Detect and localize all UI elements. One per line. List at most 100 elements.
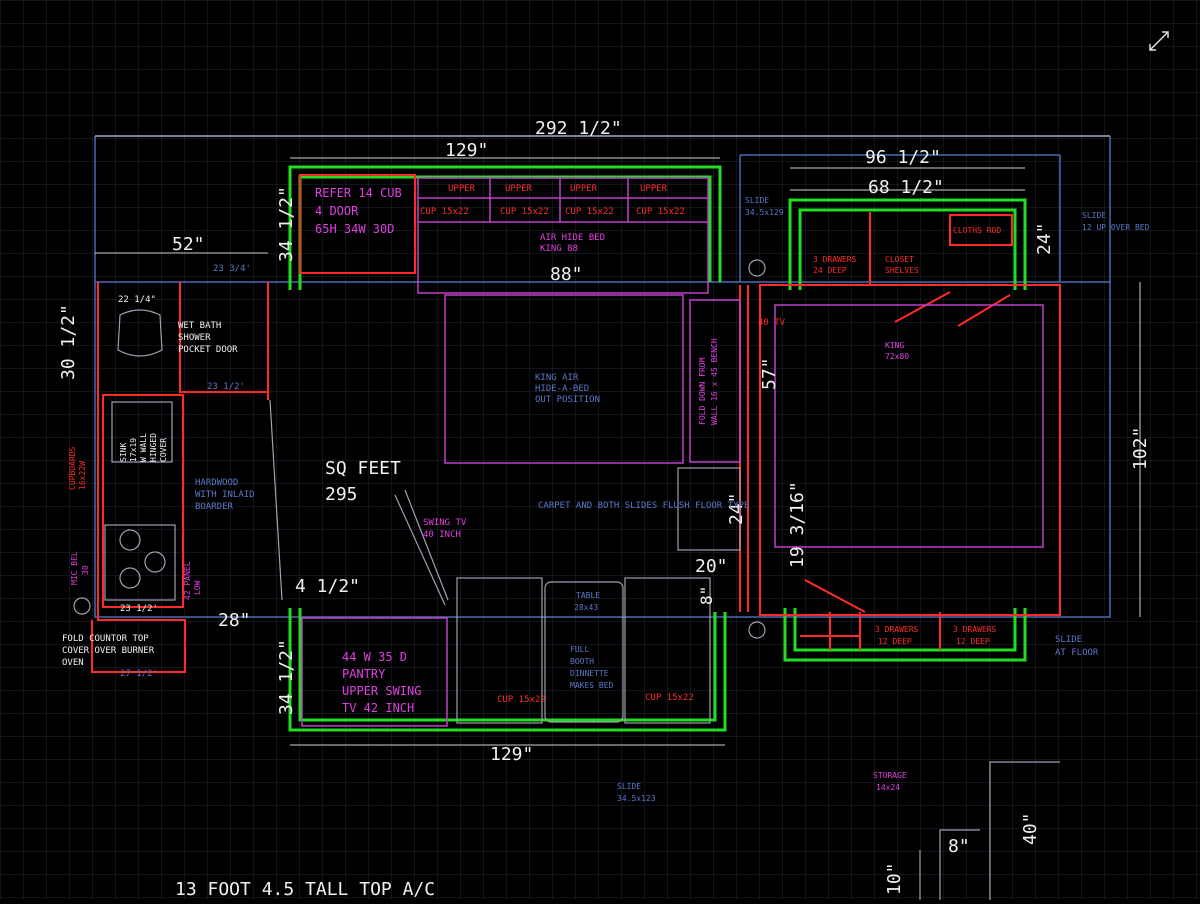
storage-label: STORAGE 14x24 xyxy=(873,771,907,792)
dim-right-top: 96 1/2" xyxy=(865,147,941,168)
svg-text:BOOTH: BOOTH xyxy=(570,657,594,666)
dim-storage-40: 40" xyxy=(1020,812,1041,845)
dim-overall-width: 292 1/2" xyxy=(535,118,622,139)
fold-counter-label: FOLD COUNTOR TOP COVER OVER BURNER OVEN xyxy=(62,634,155,668)
fold-down-label: FOLD DOWN FROM WALL 16 x 45 BENCH xyxy=(698,338,719,425)
dim-counter: 28" xyxy=(218,610,251,631)
dim-bath-2214: 22 1/4" xyxy=(118,295,156,305)
refer-label: REFER 14 CUB 4 DOOR 65H 34W 30D xyxy=(315,186,402,236)
wet-bath-label: WET BATH SHOWER POCKET DOOR xyxy=(178,321,238,355)
svg-text:CUP 15x22: CUP 15x22 xyxy=(420,207,469,217)
svg-text:WITH INLAID: WITH INLAID xyxy=(195,490,255,500)
svg-text:W WALL: W WALL xyxy=(139,433,148,462)
dim-overall-depth: 102" xyxy=(1130,427,1151,470)
table-label: TABLE 28x43 xyxy=(574,591,600,612)
svg-text:CUP 15x22: CUP 15x22 xyxy=(636,207,685,217)
dim-bath-depth: 30 1/2" xyxy=(58,304,79,380)
cup-right-label: CUP 15x22 xyxy=(645,693,694,703)
svg-text:HIDE-A-BED: HIDE-A-BED xyxy=(535,384,589,394)
dim-refer-depth: 34 1/2" xyxy=(276,186,297,262)
svg-text:SLIDE: SLIDE xyxy=(1082,211,1106,220)
dim-sofa-width: 88" xyxy=(550,264,583,285)
air-bed-label: AIR HIDE BED KING 88 xyxy=(540,233,605,254)
svg-text:CUP 15x22: CUP 15x22 xyxy=(565,207,614,217)
swing-tv-40-label: SWING TV 40 INCH xyxy=(423,518,467,540)
svg-text:UPPER: UPPER xyxy=(505,184,533,194)
svg-text:12 UP OVER BED: 12 UP OVER BED xyxy=(1082,223,1150,232)
svg-text:SQ FEET: SQ FEET xyxy=(325,458,401,479)
svg-text:MAKES BED: MAKES BED xyxy=(570,681,614,690)
svg-text:CUP 15x22: CUP 15x22 xyxy=(500,207,549,217)
svg-text:REFER 14 CUB: REFER 14 CUB xyxy=(315,186,402,200)
svg-text:65H 34W 30D: 65H 34W 30D xyxy=(315,222,394,236)
drawers-24-label: 3 DRAWERS 24 DEEP xyxy=(813,255,857,275)
svg-text:17x19: 17x19 xyxy=(129,438,138,462)
dim-bath-2334: 23 3/4' xyxy=(213,264,251,274)
svg-text:72x80: 72x80 xyxy=(885,352,909,361)
svg-text:28x43: 28x43 xyxy=(574,603,598,612)
svg-text:40 INCH: 40 INCH xyxy=(423,530,461,540)
svg-text:SLIDE: SLIDE xyxy=(1055,635,1082,645)
svg-text:UPPER: UPPER xyxy=(448,184,476,194)
svg-text:POCKET DOOR: POCKET DOOR xyxy=(178,345,238,355)
svg-text:KING: KING xyxy=(885,341,904,350)
slide-bottom-label: SLIDE 34.5x123 xyxy=(617,782,656,803)
dim-closet-depth: 24" xyxy=(1034,222,1055,255)
dim-gap-4: 4 1/2" xyxy=(295,576,360,597)
dim-storage-8: 8" xyxy=(948,836,970,857)
svg-text:UPPER SWING: UPPER SWING xyxy=(342,684,421,698)
svg-text:KING AIR: KING AIR xyxy=(535,373,579,383)
svg-text:SLIDE: SLIDE xyxy=(617,782,641,791)
dim-right-inner: 68 1/2" xyxy=(868,177,944,198)
svg-text:16x22W: 16x22W xyxy=(78,461,87,490)
cloths-rod-label: CLOTHS ROD xyxy=(953,226,1001,235)
svg-text:44 W 35 D: 44 W 35 D xyxy=(342,650,407,664)
booth-seating xyxy=(73,259,1060,900)
svg-text:HINGED: HINGED xyxy=(149,433,158,462)
booth-label: FULL BOOTH DINNETTE MAKES BED xyxy=(570,645,614,690)
closet-label: CLOSET SHELVES xyxy=(885,255,919,275)
dim-top-wall: 129" xyxy=(445,140,488,161)
svg-text:SHELVES: SHELVES xyxy=(885,266,919,275)
drawers-12-left-label: 3 DRAWERS 12 DEEP xyxy=(875,625,919,646)
dim-passage: 24" xyxy=(726,492,747,525)
svg-text:SHOWER: SHOWER xyxy=(178,333,211,343)
panel-label: 42 PANEL LOW xyxy=(183,561,202,600)
svg-text:LOW: LOW xyxy=(193,580,202,595)
svg-text:OVEN: OVEN xyxy=(62,658,84,668)
dim-gap-20: 20" xyxy=(695,556,728,577)
svg-text:HARDWOOD: HARDWOOD xyxy=(195,478,238,488)
svg-text:COVER: COVER xyxy=(159,438,168,462)
furniture xyxy=(301,177,1044,727)
svg-text:12 DEEP: 12 DEEP xyxy=(956,637,990,646)
svg-text:34.5x129: 34.5x129 xyxy=(745,208,784,217)
svg-text:PANTRY: PANTRY xyxy=(342,667,386,681)
svg-text:34.5x123: 34.5x123 xyxy=(617,794,656,803)
collapse-arrows-icon[interactable] xyxy=(1149,31,1169,51)
svg-text:STORAGE: STORAGE xyxy=(873,771,907,780)
carpet-label: CARPET AND BOTH SLIDES FLUSH FLOOR TYPE xyxy=(538,501,749,511)
svg-text:3 DRAWERS: 3 DRAWERS xyxy=(875,625,919,634)
svg-text:WET BATH: WET BATH xyxy=(178,321,221,331)
svg-text:42 PANEL: 42 PANEL xyxy=(183,561,192,600)
dim-bath-2312: 23 1/2' xyxy=(207,382,245,392)
svg-text:CUPBOARDS: CUPBOARDS xyxy=(68,446,77,490)
svg-text:OUT POSITION: OUT POSITION xyxy=(535,395,600,405)
slide-top-right-label: SLIDE 12 UP OVER BED xyxy=(1082,211,1150,232)
dimension-lines xyxy=(95,135,1141,746)
tv-40-label: 40 TV xyxy=(758,318,786,328)
interior-walls xyxy=(91,174,1061,673)
svg-text:4 DOOR: 4 DOOR xyxy=(315,204,359,218)
svg-text:BOARDER: BOARDER xyxy=(195,502,234,512)
cup-left-label: CUP 15x22 xyxy=(497,695,546,705)
upper-cabinets: UPPER UPPER UPPER UPPER CUP 15x22 CUP 15… xyxy=(420,184,685,217)
svg-text:FOLD DOWN FROM: FOLD DOWN FROM xyxy=(698,357,707,425)
svg-text:FOLD COUNTOR TOP: FOLD COUNTOR TOP xyxy=(62,634,149,644)
mic-label: MIC BEL 30 xyxy=(70,551,90,585)
svg-text:24 DEEP: 24 DEEP xyxy=(813,266,847,275)
cupboards-label: CUPBOARDS 16x22W xyxy=(68,446,87,490)
svg-text:COVER OVER BURNER: COVER OVER BURNER xyxy=(62,646,155,656)
dim-storage-10: 10" xyxy=(884,862,905,895)
dim-fold-bench: 57" xyxy=(759,357,780,390)
